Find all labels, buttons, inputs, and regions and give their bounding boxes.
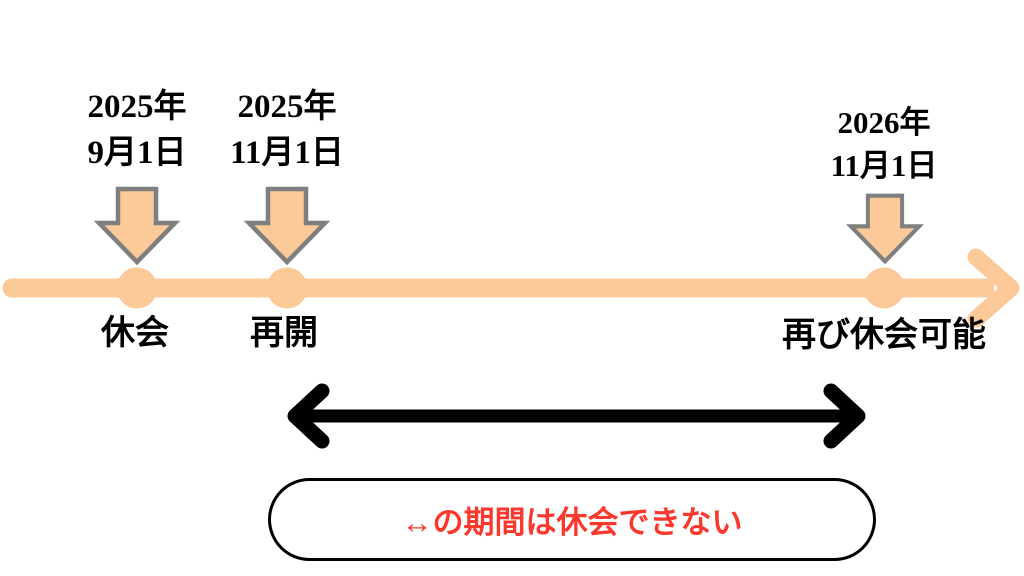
event-date-resume: 2025年 11月1日 (230, 84, 344, 176)
event-date-line: 2026年 (837, 105, 931, 140)
timeline-dot-suspend (116, 267, 158, 309)
note-text: ↔の期間は休会できない (401, 505, 743, 540)
event-label-can-suspend-again: 再び休会可能 (782, 317, 986, 354)
timeline-dot-can-suspend-again (863, 267, 905, 309)
range-double-arrow-icon (287, 383, 866, 449)
event-date-line: 11月1日 (230, 135, 344, 172)
timeline-dot-resume (266, 267, 308, 309)
down-arrow-icon-can-suspend-again (845, 193, 925, 265)
note-pill: ↔の期間は休会できない (268, 478, 876, 561)
down-arrow-icon-resume (243, 186, 331, 266)
down-arrow-icon-suspend (93, 186, 181, 266)
event-date-line: 11月1日 (830, 148, 938, 184)
timeline-arrowhead-icon (967, 248, 1020, 328)
event-date-suspend: 2025年 9月1日 (88, 84, 187, 176)
event-label-resume: 再開 (250, 315, 318, 352)
timeline-axis (2, 248, 1020, 328)
event-date-can-suspend-again: 2026年 11月1日 (831, 101, 938, 188)
event-date-line: 9月1日 (87, 135, 187, 172)
event-date-line: 2025年 (237, 89, 337, 125)
event-date-line: 2025年 (87, 89, 187, 125)
event-label-suspend: 休会 (101, 315, 169, 352)
